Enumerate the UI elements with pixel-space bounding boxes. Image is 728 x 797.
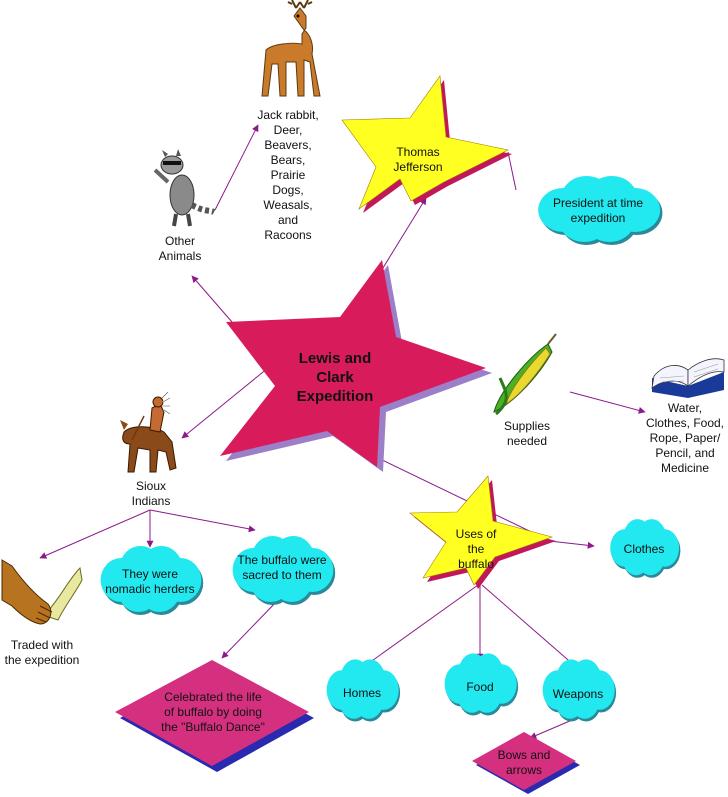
uses-star — [409, 475, 556, 589]
weapons-label: Weapons — [552, 687, 604, 701]
rider-icon — [120, 391, 177, 473]
traded-label: Traded with the expedition — [4, 638, 80, 667]
center-label: Lewis and Clark Expedition — [296, 350, 374, 405]
book-icon — [651, 358, 725, 398]
bows-diamond — [472, 732, 580, 794]
supplies-list-label: Water, Clothes, Food, Rope, Paper/ Penci… — [645, 401, 725, 475]
handshake-icon — [1, 559, 83, 625]
raccoon-icon — [153, 149, 216, 227]
animals-list-label: Jack rabbit, Deer, Beavers, Bears, Prair… — [257, 108, 319, 242]
uses-label: Uses of the buffalo — [455, 527, 497, 571]
sioux-label: Sioux Indians — [131, 479, 171, 508]
jefferson-label: Thomas Jefferson — [393, 145, 443, 174]
bows-label: Bows and arrows — [497, 748, 551, 777]
other-animals-label: Other Animals — [158, 234, 202, 263]
dance-diamond — [115, 660, 314, 772]
food-label: Food — [466, 680, 494, 694]
central-star — [220, 260, 492, 472]
homes-label: Homes — [342, 686, 381, 700]
deer-icon — [261, 0, 321, 97]
supplies-label: Supplies needed — [503, 419, 551, 448]
clothes-label: Clothes — [623, 542, 665, 556]
sacred-label: The buffalo were sacred to them — [237, 553, 327, 582]
president-label: President at time expedition — [552, 196, 644, 225]
dance-label: Celebrated the life of buffalo by doing … — [161, 690, 265, 734]
nomadic-label: They were nomadic herders — [105, 567, 195, 596]
jefferson-star — [341, 75, 512, 213]
corn-icon — [493, 333, 557, 416]
